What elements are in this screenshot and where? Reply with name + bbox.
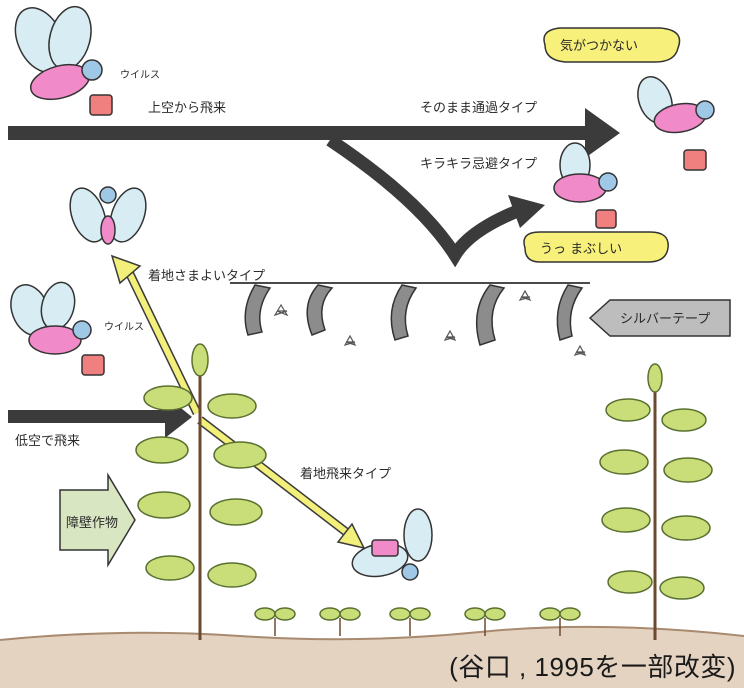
aphid-landing-icon: [351, 508, 433, 581]
tall-plant-left: [135, 343, 267, 640]
svg-text:そのまま通過タイプ: そのまま通過タイプ: [420, 101, 537, 116]
caption: (谷口 , 1995を一部改変): [449, 652, 736, 682]
svg-text:障壁作物: 障壁作物: [66, 516, 118, 531]
yellow-arrows: [110, 254, 366, 550]
aphid-wander-icon: [69, 186, 147, 245]
sky-arrow: [8, 108, 620, 268]
not-noticing-bubble: 気がつかない: [543, 27, 681, 63]
tall-plant-right: [599, 363, 713, 640]
svg-text:シルバーテープ: シルバーテープ: [620, 312, 710, 327]
aphid-top-left-icon: [14, 5, 113, 116]
sparkles: [273, 289, 587, 357]
seedlings: [254, 607, 581, 636]
ground: [0, 625, 744, 688]
silver-tape-label: シルバーテープ: [588, 299, 731, 337]
svg-text:気がつかない: 気がつかない: [560, 38, 638, 54]
svg-text:上空から飛来: 上空から飛来: [148, 101, 226, 116]
svg-text:着地飛来タイプ: 着地飛来タイプ: [300, 466, 391, 482]
svg-text:着地さまよいタイプ: 着地さまよいタイプ: [148, 268, 265, 284]
silver-tape: [230, 282, 590, 346]
svg-text:ウイルス: ウイルス: [120, 69, 160, 81]
aphid-mid-left-icon: [10, 281, 105, 376]
svg-text:ウイルス: ウイルス: [104, 321, 144, 333]
svg-text:うっ まぶしい: うっ まぶしい: [540, 242, 622, 257]
barrier-crop-label: 障壁作物: [59, 472, 136, 568]
dazzling-bubble: うっ まぶしい: [523, 231, 669, 263]
svg-text:低空で飛来: 低空で飛来: [15, 434, 80, 449]
svg-text:キラキラ忌避タイプ: キラキラ忌避タイプ: [420, 157, 537, 172]
aphid-flicker-icon: [553, 142, 618, 229]
aphid-top-right-icon: [637, 76, 715, 171]
